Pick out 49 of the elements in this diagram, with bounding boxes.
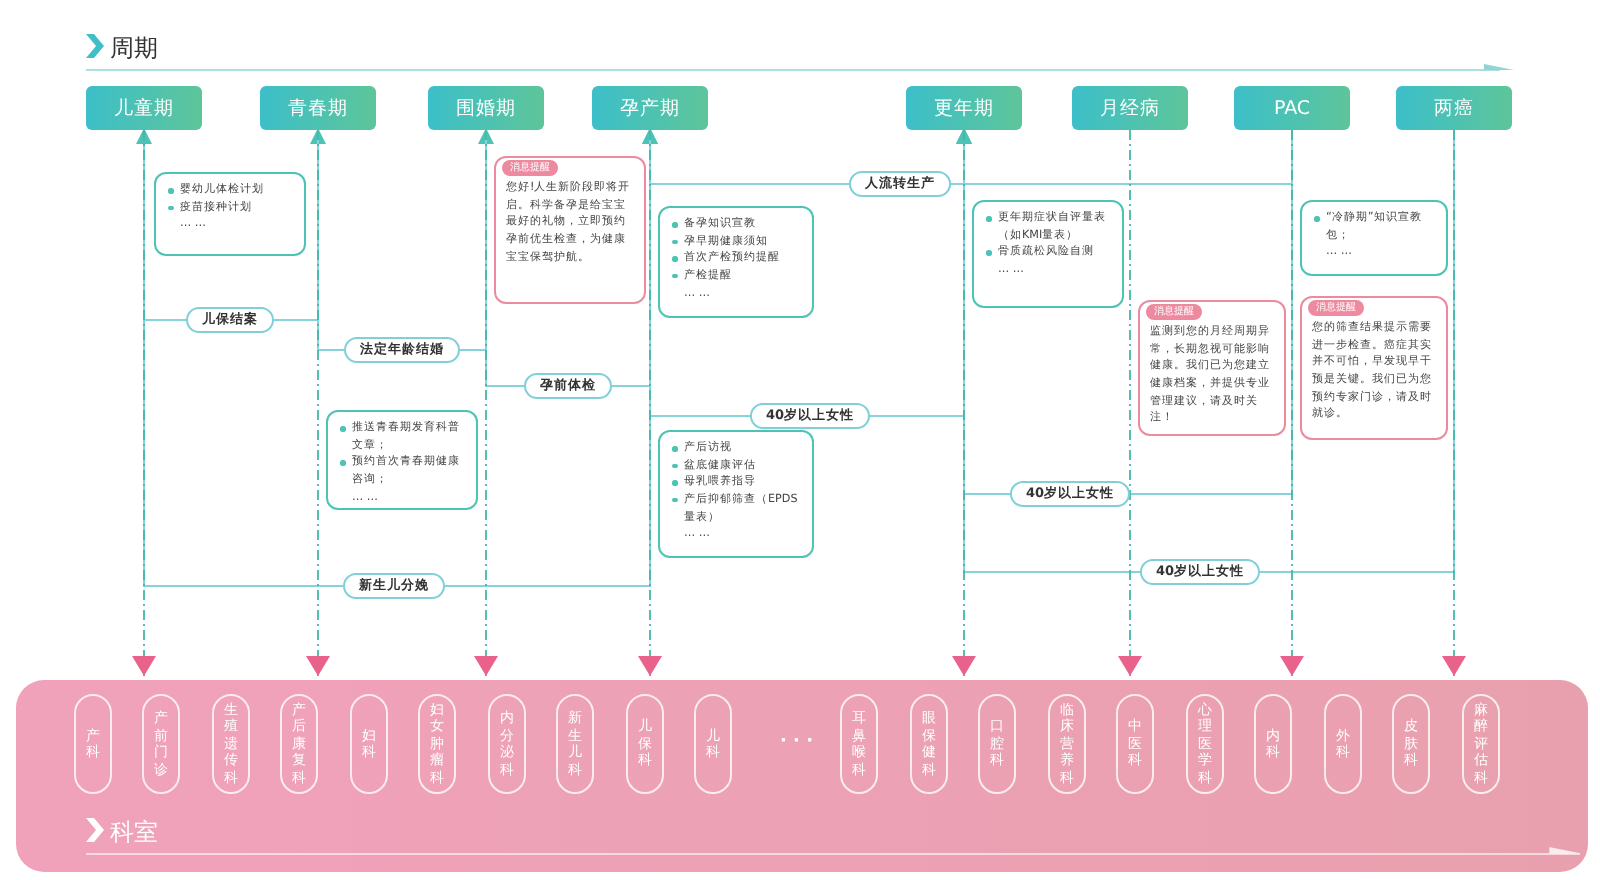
lane-arrow [306, 129, 330, 677]
info-callout [326, 410, 478, 510]
department-pill [556, 694, 594, 794]
lane-arrow [638, 129, 662, 677]
lane-arrow [1280, 129, 1304, 677]
message-callout [1300, 296, 1448, 440]
department-pill [350, 694, 388, 794]
department-pill [1392, 694, 1430, 794]
info-callout [658, 206, 814, 318]
lane-arrow [1118, 129, 1142, 677]
stage-header: 围婚期 [428, 86, 544, 130]
stage-header: 月经病 [1072, 86, 1188, 130]
department-pill [1324, 694, 1362, 794]
ellipsis: · · · [780, 732, 814, 752]
stage-header: 孕产期 [592, 86, 708, 130]
stage-header: 儿童期 [86, 86, 202, 130]
department-pill [840, 694, 878, 794]
info-callout [972, 200, 1124, 308]
section-heading: 科室 [110, 816, 158, 850]
department-pill [488, 694, 526, 794]
department-pill [1254, 694, 1292, 794]
stage-header: 更年期 [906, 86, 1022, 130]
department-pill [910, 694, 948, 794]
stage-header: PAC [1234, 86, 1350, 130]
department-pill [1116, 694, 1154, 794]
lane-arrow [474, 129, 498, 677]
message-callout [1138, 300, 1286, 436]
lane-arrow [952, 129, 976, 677]
message-callout [494, 156, 646, 304]
info-callout [1300, 200, 1448, 276]
department-pill [1048, 694, 1086, 794]
section-heading: 周期 [110, 32, 158, 66]
info-callout [658, 430, 814, 558]
department-pill [626, 694, 664, 794]
department-pill [142, 694, 180, 794]
lane-arrow [1442, 129, 1466, 677]
department-pill [212, 694, 250, 794]
department-band [16, 680, 1588, 872]
stage-header: 青春期 [260, 86, 376, 130]
department-pill [1186, 694, 1224, 794]
department-pill [978, 694, 1016, 794]
department-pill [280, 694, 318, 794]
info-callout [154, 172, 306, 256]
department-pill [74, 694, 112, 794]
lane-arrow [132, 129, 156, 677]
department-pill [1462, 694, 1500, 794]
department-pill [418, 694, 456, 794]
stage-header: 两癌 [1396, 86, 1512, 130]
department-pill [694, 694, 732, 794]
